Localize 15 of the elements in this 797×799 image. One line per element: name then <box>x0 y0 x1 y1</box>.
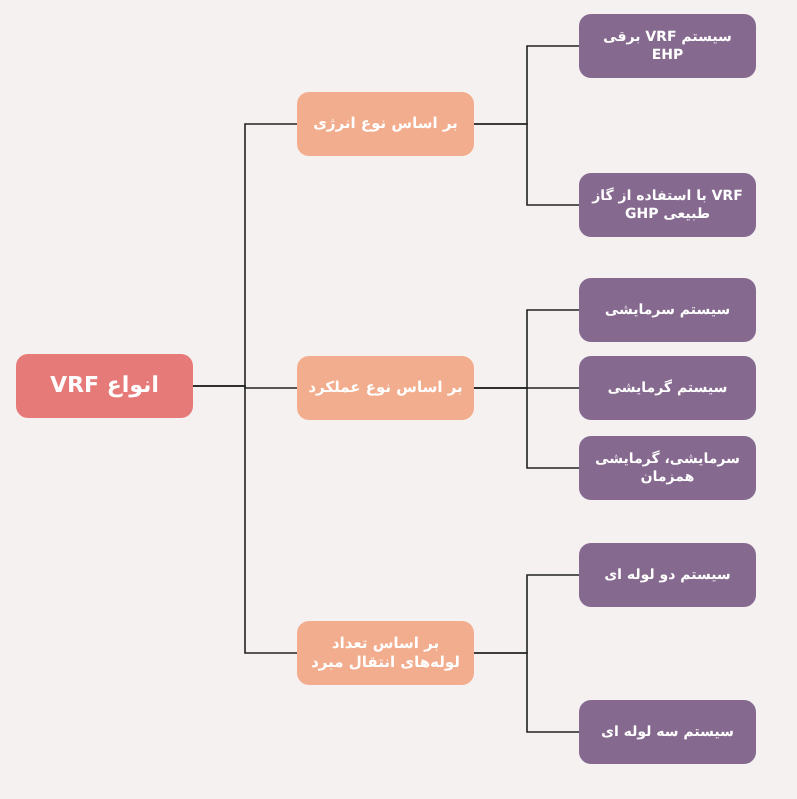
category-box: بر اساس نوع عملکرد <box>297 356 474 420</box>
connector-line <box>474 123 579 206</box>
connector-line <box>474 387 579 469</box>
type-box: سیستم VRF برقی EHP <box>579 14 756 78</box>
type-box: سیستم دو لوله ای <box>579 543 756 607</box>
type-box: سیستم گرمایشی <box>579 356 756 420</box>
category-box: بر اساس تعداد لوله‌های انتقال مبرد <box>297 621 474 685</box>
category-box: بر اساس نوع انرژی <box>297 92 474 156</box>
type-box: سیستم سه لوله ای <box>579 700 756 764</box>
type-box: VRF با استفاده از گاز طبیعی GHP <box>579 173 756 237</box>
connector-line <box>474 652 579 733</box>
type-box: سرمایشی، گرمایشی همزمان <box>579 436 756 500</box>
connector-line <box>193 385 297 654</box>
root-box: انواع VRF <box>16 354 193 418</box>
type-box: سیستم سرمایشی <box>579 278 756 342</box>
